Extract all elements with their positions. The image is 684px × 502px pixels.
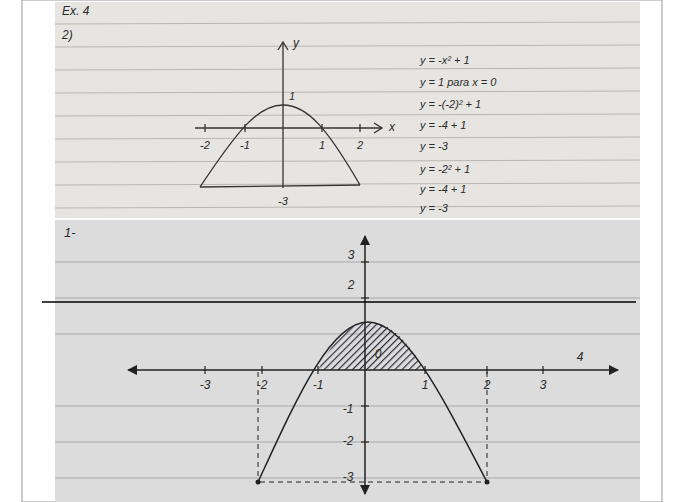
bottom-photo: [55, 220, 640, 502]
tick-label: 1: [422, 379, 429, 392]
tick-label: 1: [319, 139, 325, 151]
tick-label: -3: [278, 195, 288, 207]
tick-label: -3: [200, 379, 211, 392]
tick-label: 2: [484, 379, 491, 392]
tick-label: 3: [540, 379, 547, 392]
calculation-line: y = -3: [420, 202, 448, 214]
axis-name: y: [293, 37, 299, 50]
tick-label: -2: [200, 139, 210, 151]
tick-label: 3: [348, 249, 355, 262]
tick-label: 2: [348, 279, 355, 292]
frame: [22, 0, 662, 502]
tick-label: -2: [257, 379, 268, 392]
tick-label: -2: [343, 435, 354, 448]
tick-label: -3: [343, 471, 354, 484]
calculation-line: y = -x² + 1: [420, 54, 470, 66]
calculation-line: y = -3: [420, 140, 448, 152]
top-photo: [55, 2, 640, 218]
axis-name: x: [389, 121, 395, 134]
tick-label: -1: [240, 139, 250, 151]
divider-line: [42, 301, 636, 302]
tick-label: -1: [343, 403, 354, 416]
calculation-line: y = -4 + 1: [420, 183, 466, 195]
calculation-line: y = -2² + 1: [420, 163, 470, 175]
calculation-line: y = -(-2)² + 1: [420, 98, 481, 110]
tick-label: 0: [375, 348, 382, 361]
calculation-line: y = -4 + 1: [420, 119, 466, 131]
tick-label: -1: [313, 379, 324, 392]
item-number: 1-: [64, 226, 76, 240]
item-number: 2): [62, 29, 73, 42]
exercise-title: Ex. 4: [62, 5, 89, 18]
tick-label: 4: [577, 351, 584, 364]
tick-label: 2: [357, 139, 363, 151]
tick-label: 1: [289, 90, 295, 102]
calculation-line: y = 1 para x = 0: [420, 76, 496, 88]
